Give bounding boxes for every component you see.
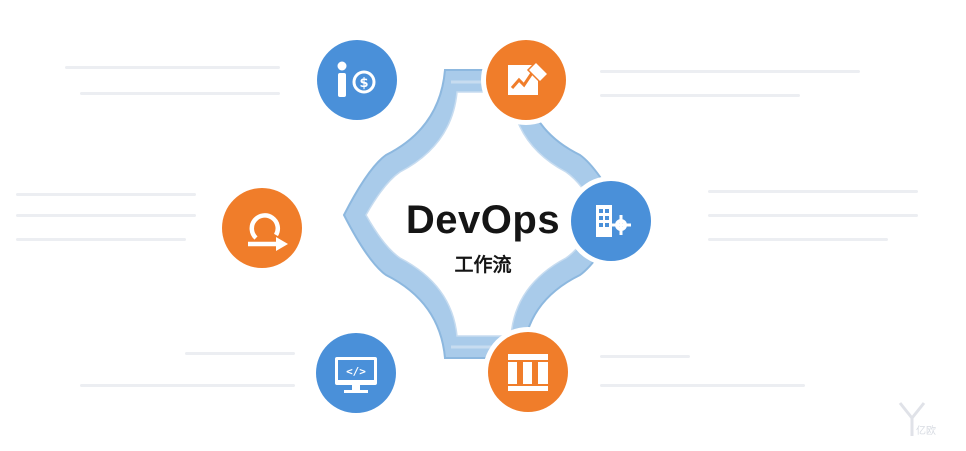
ghost-text	[708, 214, 918, 217]
ghost-text	[600, 94, 800, 97]
monitor-code-icon: </>	[335, 357, 377, 393]
watermark-logo	[898, 402, 926, 436]
node-build	[566, 176, 656, 266]
ghost-text	[16, 193, 196, 196]
ghost-text	[185, 352, 295, 355]
node-plan: $	[312, 35, 402, 125]
ghost-text	[708, 190, 918, 193]
building-gear-icon	[596, 205, 631, 237]
diagram-title: DevOps	[405, 198, 561, 242]
svg-text:$: $	[359, 76, 368, 91]
node-release	[483, 327, 573, 417]
diagram-subtitle: 工作流	[454, 254, 512, 276]
ghost-text	[600, 70, 860, 73]
node-design	[481, 35, 571, 125]
loop-arrow-icon	[248, 213, 288, 251]
ghost-text	[16, 214, 196, 217]
svg-text:</>: </>	[346, 365, 366, 378]
ghost-text	[708, 238, 888, 241]
chart-edit-icon	[508, 60, 550, 95]
node-code: </>	[311, 328, 401, 418]
ghost-text	[600, 355, 690, 358]
ghost-text	[80, 384, 295, 387]
columns-panel-icon	[508, 354, 548, 391]
node-deploy	[217, 183, 307, 273]
watermark-text: 亿欧	[916, 426, 936, 437]
person-dollar-icon: $	[337, 61, 376, 97]
ghost-text	[600, 384, 805, 387]
ghost-text	[65, 66, 280, 69]
ghost-text	[80, 92, 280, 95]
ghost-text	[16, 238, 186, 241]
